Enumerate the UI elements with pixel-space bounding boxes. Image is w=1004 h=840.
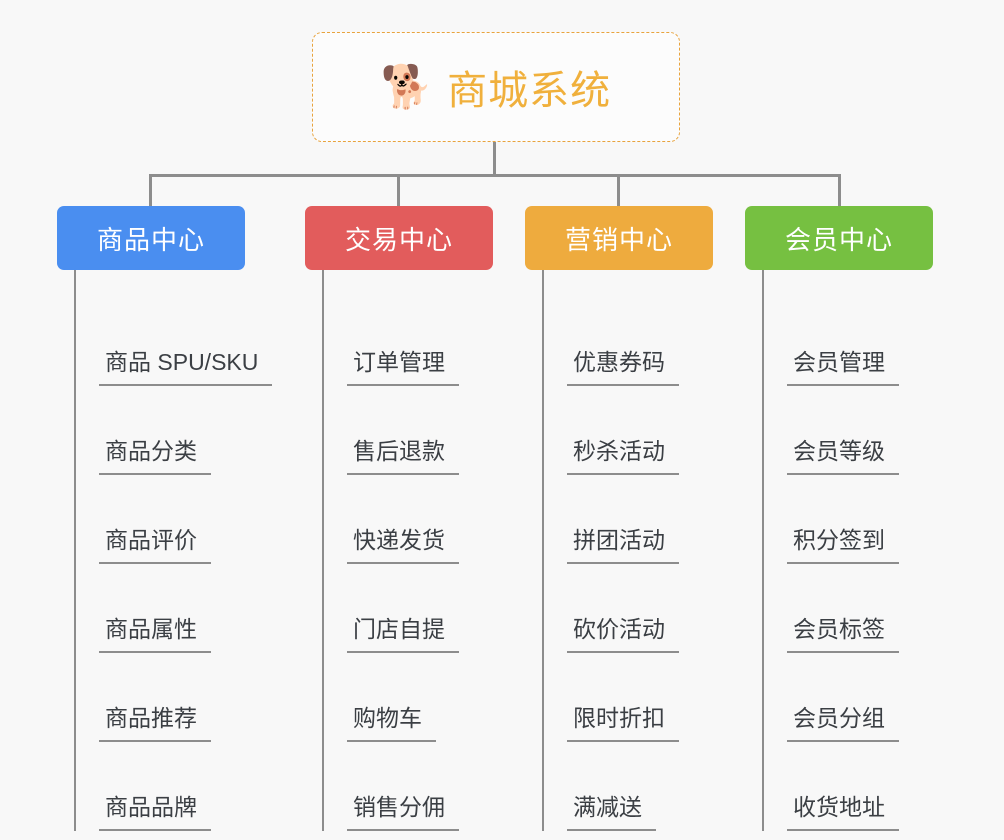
connector-horizontal-bus [150,174,840,177]
list-item[interactable]: 售后退款 [322,386,493,475]
list-item-label: 拼团活动 [567,529,679,564]
category-title-product-center: 商品中心 [96,224,205,255]
list-item-label: 快递发货 [347,529,459,564]
list-item-label: 砍价活动 [567,618,679,653]
list-item-label: 积分签到 [787,529,899,564]
connector-drop-member-center [838,174,841,207]
column-product-center: 商品中心 商品 SPU/SKU 商品分类 商品评价 商品属性 商品推荐 商品品牌 [57,206,273,831]
leaf-list-trade-center: 订单管理 售后退款 快递发货 门店自提 购物车 销售分佣 [322,270,493,831]
list-item-label: 优惠券码 [567,351,679,386]
connector-drop-marketing-center [617,174,620,207]
list-item-label: 购物车 [347,707,436,742]
list-item[interactable]: 优惠券码 [542,297,713,386]
list-item-label: 售后退款 [347,440,459,475]
connector-root-stem [493,142,496,176]
list-item[interactable]: 商品分类 [74,386,245,475]
list-item[interactable]: 限时折扣 [542,653,713,742]
list-item[interactable]: 砍价活动 [542,564,713,653]
category-box-marketing-center[interactable]: 营销中心 [525,206,713,270]
list-item[interactable]: 商品推荐 [74,653,245,742]
list-item[interactable]: 订单管理 [322,297,493,386]
list-item[interactable]: 会员标签 [762,564,933,653]
list-item-label: 商品分类 [99,440,211,475]
list-item-label: 会员标签 [787,618,899,653]
list-item-label: 会员等级 [787,440,899,475]
list-item[interactable]: 快递发货 [322,475,493,564]
list-item[interactable]: 商品评价 [74,475,245,564]
list-item-label: 商品推荐 [99,707,211,742]
leaf-spine-trade-center [322,270,324,831]
connector-drop-trade-center [397,174,400,207]
column-marketing-center: 营销中心 优惠券码 秒杀活动 拼团活动 砍价活动 限时折扣 满减送 [525,206,713,831]
column-trade-center: 交易中心 订单管理 售后退款 快递发货 门店自提 购物车 销售分佣 [305,206,493,831]
category-box-product-center[interactable]: 商品中心 [57,206,245,270]
list-item[interactable]: 购物车 [322,653,493,742]
category-box-trade-center[interactable]: 交易中心 [305,206,493,270]
shiba-dog-face-icon: 🐕 [380,63,434,110]
list-item-label: 订单管理 [347,351,459,386]
list-item[interactable]: 商品品牌 [74,742,245,831]
leaf-list-marketing-center: 优惠券码 秒杀活动 拼团活动 砍价活动 限时折扣 满减送 [542,270,713,831]
leaf-spine-marketing-center [542,270,544,831]
list-item-label: 限时折扣 [567,707,679,742]
list-item-label: 商品品牌 [99,796,211,831]
category-box-member-center[interactable]: 会员中心 [745,206,933,270]
root-node-title: 商城系统 [447,69,612,113]
list-item[interactable]: 会员等级 [762,386,933,475]
category-title-member-center: 会员中心 [784,224,893,255]
column-member-center: 会员中心 会员管理 会员等级 积分签到 会员标签 会员分组 收货地址 [745,206,933,831]
list-item[interactable]: 销售分佣 [322,742,493,831]
list-item[interactable]: 门店自提 [322,564,493,653]
list-item-label: 商品评价 [99,529,211,564]
connector-drop-product-center [149,174,152,207]
list-item-label: 会员分组 [787,707,899,742]
list-item[interactable]: 收货地址 [762,742,933,831]
list-item[interactable]: 会员管理 [762,297,933,386]
leaf-list-member-center: 会员管理 会员等级 积分签到 会员标签 会员分组 收货地址 [762,270,933,831]
list-item-label: 销售分佣 [347,796,459,831]
list-item[interactable]: 商品 SPU/SKU [74,297,273,386]
list-item-label: 商品属性 [99,618,211,653]
leaf-spine-product-center [74,270,76,831]
list-item-label: 满减送 [567,796,656,831]
leaf-spine-member-center [762,270,764,831]
list-item[interactable]: 秒杀活动 [542,386,713,475]
list-item-label: 会员管理 [787,351,899,386]
list-item-label: 门店自提 [347,618,459,653]
list-item[interactable]: 积分签到 [762,475,933,564]
list-item-label: 收货地址 [787,796,899,831]
list-item[interactable]: 商品属性 [74,564,245,653]
category-title-marketing-center: 营销中心 [564,224,673,255]
list-item[interactable]: 会员分组 [762,653,933,742]
leaf-list-product-center: 商品 SPU/SKU 商品分类 商品评价 商品属性 商品推荐 商品品牌 [74,270,273,831]
list-item[interactable]: 满减送 [542,742,713,831]
root-node-shopping-mall-system[interactable]: 🐕 商城系统 [312,32,680,142]
list-item[interactable]: 拼团活动 [542,475,713,564]
category-title-trade-center: 交易中心 [344,224,453,255]
list-item-label: 商品 SPU/SKU [99,351,273,386]
list-item-label: 秒杀活动 [567,440,679,475]
